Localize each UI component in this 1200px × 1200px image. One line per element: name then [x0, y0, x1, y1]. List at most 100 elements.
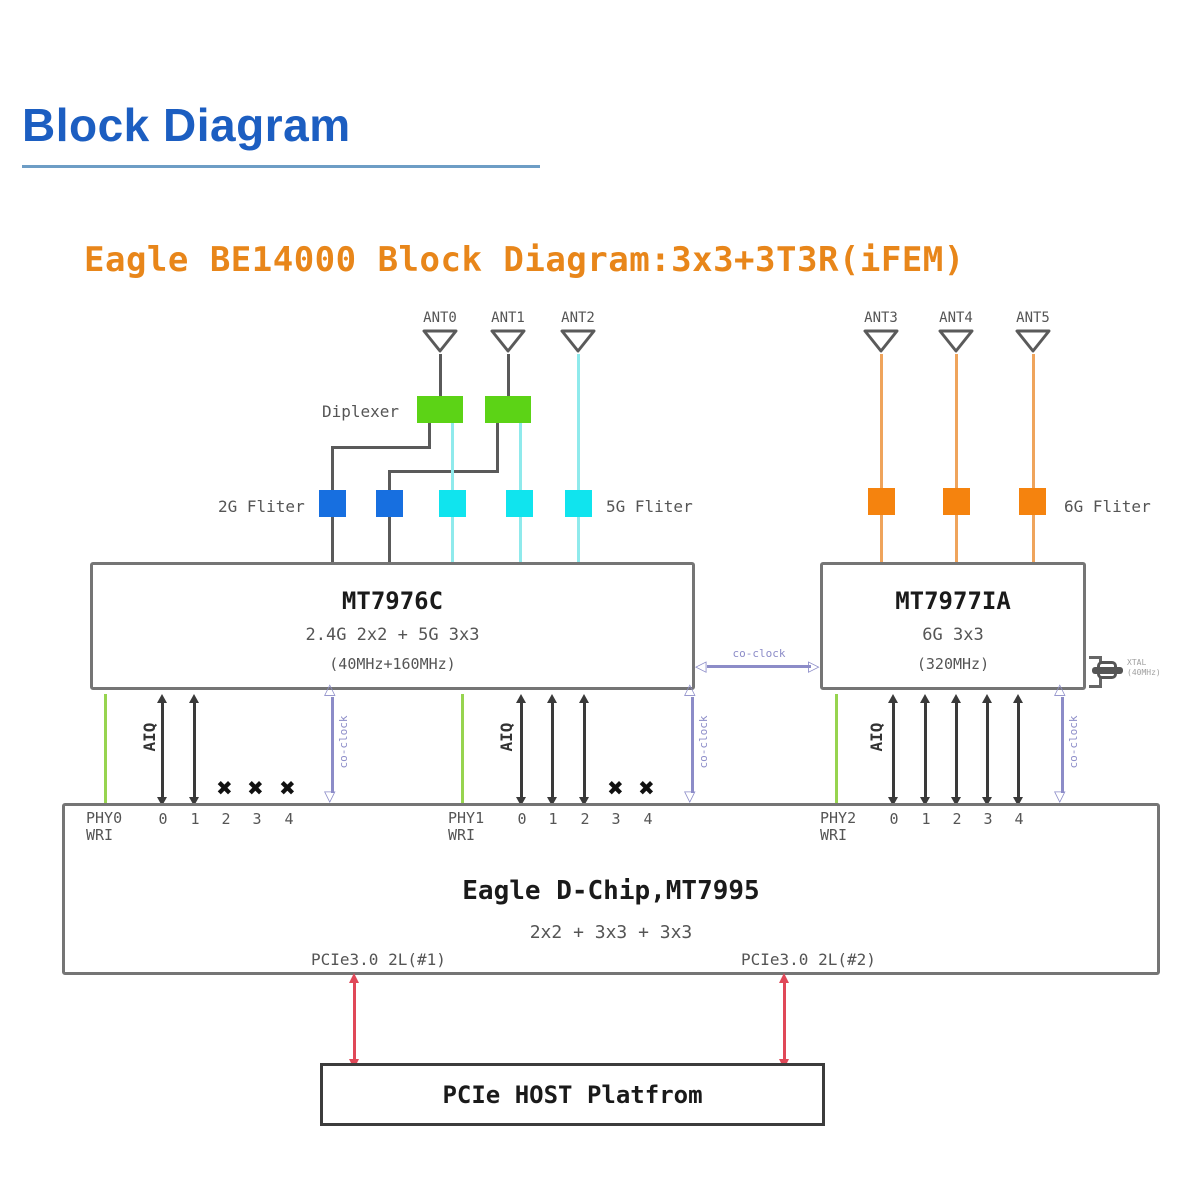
- 6g-filter-block: [943, 488, 970, 515]
- pcie-arrow: [349, 973, 359, 1069]
- aiq-arrow: [157, 694, 167, 806]
- 6g-filter-block: [1019, 488, 1046, 515]
- diplexer-block: [417, 396, 463, 423]
- co-clock-vline: [1061, 697, 1064, 793]
- antenna-label: ANT3: [864, 310, 898, 326]
- not-connected-x: ✖: [638, 776, 655, 800]
- xtal-icon-bar: [1092, 667, 1123, 674]
- antenna-icon: [1015, 329, 1051, 353]
- pcie-arrow: [779, 973, 789, 1069]
- pcie-host-platform: PCIe HOST Platfrom: [320, 1063, 825, 1126]
- 6g-filter-label: 6G Fliter: [1064, 497, 1151, 516]
- antenna-icon: [863, 329, 899, 353]
- chip-bandwidth: (320MHz): [916, 655, 990, 673]
- co-clock-label: co-clock: [732, 647, 786, 660]
- port-number: 2: [221, 810, 231, 828]
- co-clock-vline: [691, 697, 694, 793]
- aiq-label: AIQ: [497, 722, 516, 752]
- not-connected-x: ✖: [247, 776, 264, 800]
- antenna-icon: [490, 329, 526, 353]
- 2g-path-line: [331, 446, 431, 449]
- 2g-filter-label: 2G Fliter: [218, 497, 305, 516]
- antenna-label: ANT4: [939, 310, 973, 326]
- diagram-subtitle: Eagle BE14000 Block Diagram:3x3+3T3R(iFE…: [84, 240, 965, 280]
- chip-spec: 6G 3x3: [922, 625, 984, 645]
- antenna-ant1: ANT1: [480, 310, 536, 358]
- port-number: 2: [580, 810, 590, 828]
- port-number: 3: [252, 810, 262, 828]
- port-number: 3: [611, 810, 621, 828]
- not-connected-x: ✖: [279, 776, 296, 800]
- 2g-path-line: [428, 423, 431, 449]
- co-clock-label: co-clock: [697, 715, 710, 769]
- chip-name: Eagle D-Chip,MT7995: [462, 876, 760, 906]
- antenna-ant0: ANT0: [412, 310, 468, 358]
- ant3-feed-line: [880, 354, 883, 562]
- 2g-path-line: [388, 470, 499, 473]
- chip-spec: 2.4G 2x2 + 5G 3x3: [305, 625, 480, 645]
- 2g-filter-block: [319, 490, 346, 517]
- antenna-ant4: ANT4: [928, 310, 984, 358]
- 5g-filter-label: 5G Fliter: [606, 497, 693, 516]
- ant4-feed-line: [955, 354, 958, 562]
- chip-spec: 2x2 + 3x3 + 3x3: [529, 922, 693, 943]
- ant5-feed-line: [1032, 354, 1035, 562]
- antenna-icon: [422, 329, 458, 353]
- aiq-arrow: [579, 694, 589, 806]
- arrowhead-down-icon: ▽: [684, 787, 696, 805]
- port-number: 1: [548, 810, 558, 828]
- pcie2-label: PCIe3.0 2L(#2): [741, 950, 876, 969]
- arrowhead-right-icon: ▷: [808, 657, 820, 675]
- chip-name: MT7977IA: [895, 587, 1011, 615]
- xtal-label: XTAL(40MHz): [1127, 658, 1161, 677]
- phy0-wri-line: [104, 694, 107, 804]
- chip-name: MT7976C: [341, 587, 444, 615]
- arrowhead-left-icon: ◁: [695, 657, 707, 675]
- 5g-filter-block: [439, 490, 466, 517]
- antenna-ant5: ANT5: [1005, 310, 1061, 358]
- antenna-ant2: ANT2: [550, 310, 606, 358]
- chip-mt7976c: MT7976C 2.4G 2x2 + 5G 3x3 (40MHz+160MHz): [90, 562, 695, 690]
- pcie1-label: PCIe3.0 2L(#1): [311, 950, 446, 969]
- antenna-label: ANT2: [561, 310, 595, 326]
- phy2-wri-line: [835, 694, 838, 804]
- antenna-icon: [560, 329, 596, 353]
- aiq-arrow: [951, 694, 961, 806]
- chip-mt7995-dchip: Eagle D-Chip,MT7995 2x2 + 3x3 + 3x3 PCIe…: [62, 803, 1160, 975]
- arrowhead-up-icon: △: [684, 680, 696, 698]
- port-number: 1: [921, 810, 931, 828]
- port-number: 4: [643, 810, 653, 828]
- diplexer-block: [485, 396, 531, 423]
- antenna-label: ANT5: [1016, 310, 1050, 326]
- arrowhead-down-icon: ▽: [1054, 787, 1066, 805]
- port-number: 3: [983, 810, 993, 828]
- aiq-label: AIQ: [140, 722, 159, 752]
- aiq-arrow: [982, 694, 992, 806]
- 5g-filter-block: [565, 490, 592, 517]
- port-number: 2: [952, 810, 962, 828]
- not-connected-x: ✖: [607, 776, 624, 800]
- ant1-feed-line: [507, 354, 510, 398]
- title-underline: [22, 165, 540, 168]
- 2g-filter-block: [376, 490, 403, 517]
- aiq-arrow: [888, 694, 898, 806]
- antenna-icon: [938, 329, 974, 353]
- ant0-feed-line: [439, 354, 442, 398]
- antenna-ant3: ANT3: [853, 310, 909, 358]
- 6g-filter-block: [868, 488, 895, 515]
- aiq-arrow: [547, 694, 557, 806]
- page-title: Block Diagram: [22, 99, 351, 151]
- arrowhead-up-icon: △: [324, 680, 336, 698]
- 2g-path-line: [496, 423, 499, 473]
- antenna-label: ANT0: [423, 310, 457, 326]
- port-number: 4: [284, 810, 294, 828]
- phy1-wri-line: [461, 694, 464, 804]
- aiq-arrow: [920, 694, 930, 806]
- aiq-arrow: [516, 694, 526, 806]
- aiq-label: AIQ: [867, 722, 886, 752]
- port-number: 0: [517, 810, 527, 828]
